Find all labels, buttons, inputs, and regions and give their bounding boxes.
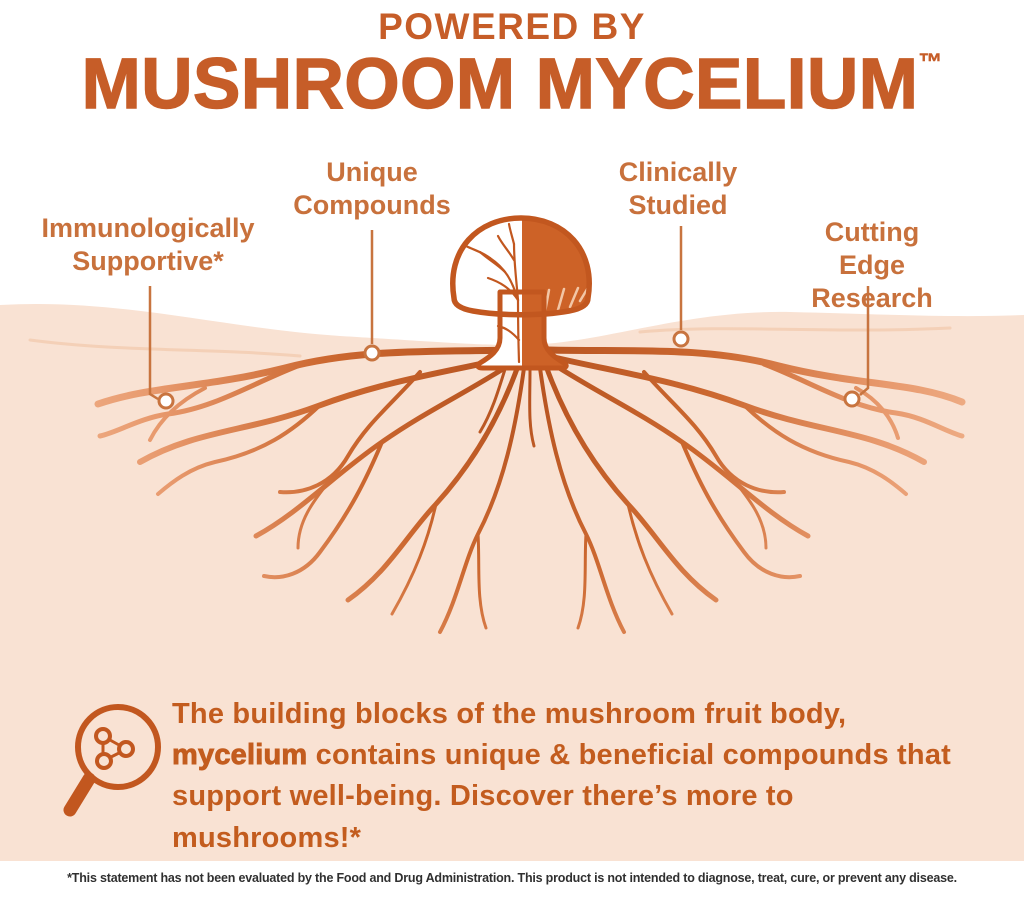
- fda-disclaimer: *This statement has not been evaluated b…: [67, 871, 957, 885]
- callout-leader-lines: [148, 226, 870, 410]
- ground-shape: [0, 303, 1024, 861]
- page-title: MUSHROOM MYCELIUM™: [0, 44, 1024, 125]
- title-text: MUSHROOM MYCELIUM: [81, 44, 919, 124]
- kicker-text: POWERED BY: [378, 6, 646, 47]
- description-pre: The building blocks of the mushroom frui…: [172, 698, 847, 730]
- callout-dot-immunologically: [157, 392, 175, 410]
- description-bold-mycelium: mycelium: [172, 739, 308, 772]
- magnifier-icon: [63, 704, 161, 817]
- callout-dot-clinically: [672, 330, 690, 348]
- callout-dot-unique: [363, 344, 381, 362]
- trademark-symbol: ™: [918, 49, 943, 76]
- callout-unique-compounds: Unique Compounds: [293, 157, 451, 220]
- mushroom: [450, 215, 592, 371]
- description-post: contains unique & beneficial compounds t…: [172, 739, 952, 854]
- callout-immunologically-supportive: Immunologically Supportive*: [41, 213, 255, 276]
- mycelium-roots: [94, 346, 966, 634]
- callout-clinically-studied: Clinically Studied: [618, 157, 738, 220]
- callout-dot-cutting: [843, 390, 861, 408]
- mushroom-veins: [464, 222, 521, 364]
- callout-cutting-edge-research: Cutting Edge Research: [811, 217, 933, 313]
- ground-texture-lines: [28, 326, 952, 358]
- description-paragraph: The building blocks of the mushroom frui…: [172, 694, 978, 859]
